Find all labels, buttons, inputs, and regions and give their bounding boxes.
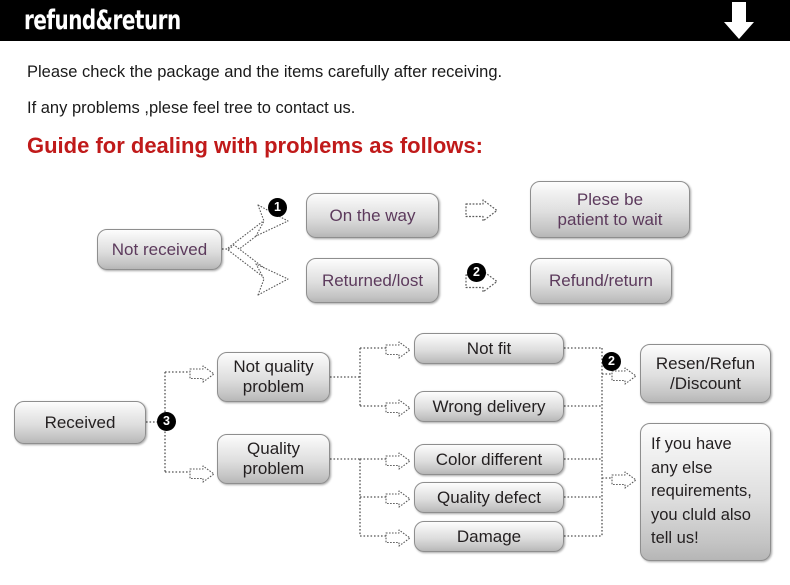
node-color-different[interactable]: Color different	[414, 444, 564, 475]
node-not-fit[interactable]: Not fit	[414, 333, 564, 364]
intro-line-2-wrap: If any problems ,plese feel tree to cont…	[27, 91, 747, 125]
node-quality-problem[interactable]: Quality problem	[217, 434, 330, 484]
intro-line-2: If any problems ,plese feel tree to cont…	[27, 99, 356, 117]
header-bar: refund&return	[0, 0, 790, 41]
intro-line-1: Please check the package and the items c…	[27, 63, 503, 81]
node-on-the-way[interactable]: On the way	[306, 193, 439, 238]
node-plese-be-patient[interactable]: Plese be patient to wait	[530, 181, 690, 238]
page-title: refund&return	[24, 5, 181, 36]
node-quality-defect[interactable]: Quality defect	[414, 482, 564, 513]
badge-2-bottom: 2	[602, 352, 621, 371]
guide-heading: Guide for dealing with problems as follo…	[27, 133, 483, 158]
badge-1: 1	[268, 198, 287, 217]
node-resend-refund-discount[interactable]: Resen/Refun /Discount	[640, 344, 771, 403]
node-not-received[interactable]: Not received	[97, 229, 222, 270]
badge-3: 3	[157, 412, 176, 431]
node-not-quality-problem[interactable]: Not quality problem	[217, 352, 330, 402]
node-received[interactable]: Received	[14, 401, 146, 444]
node-refund-return[interactable]: Refund/return	[530, 258, 672, 304]
badge-2: 2	[467, 263, 486, 282]
down-arrow-icon	[724, 2, 754, 39]
node-wrong-delivery[interactable]: Wrong delivery	[414, 391, 564, 422]
node-damage[interactable]: Damage	[414, 521, 564, 552]
node-returned-lost[interactable]: Returned/lost	[306, 258, 439, 303]
node-contact-note[interactable]: If you have any else requirements, you c…	[640, 423, 771, 561]
intro-line-1-wrap: Please check the package and the items c…	[27, 55, 747, 89]
